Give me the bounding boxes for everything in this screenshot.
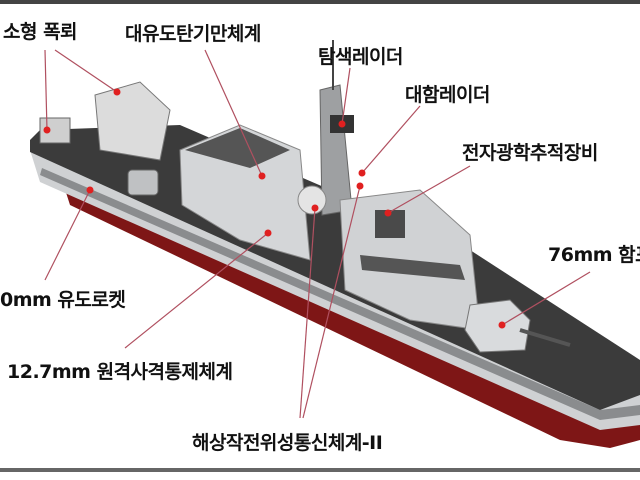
gun-turret xyxy=(464,299,531,353)
leader-lines xyxy=(44,49,591,419)
label-naval-gun: 76mm 함포 xyxy=(548,244,640,266)
superstructure-top xyxy=(185,128,290,168)
label-anti-missile-decoy: 대유도탄기만체계 xyxy=(125,23,261,45)
top-border xyxy=(0,0,640,4)
label-rws: 12.7mm 원격사격통제체계 xyxy=(7,361,233,383)
markers xyxy=(43,88,506,329)
hull-stripe xyxy=(40,168,640,420)
bridge-windows xyxy=(360,255,465,280)
label-guided-rocket: 0mm 유도로켓 xyxy=(0,289,126,311)
label-search-radar: 탐색레이더 xyxy=(318,46,403,68)
bottom-border xyxy=(0,468,640,472)
label-satcom: 해상작전위성통신체계-II xyxy=(192,432,383,454)
label-eo-tracking: 전자광학추적장비 xyxy=(462,142,598,164)
aft-launcher xyxy=(94,81,171,161)
aft-drum xyxy=(127,169,159,196)
radome xyxy=(297,185,327,215)
superstructure-main xyxy=(179,124,311,261)
label-depth-charge: 소형 폭뢰 xyxy=(3,21,78,43)
label-anti-ship-radar: 대함레이더 xyxy=(405,84,490,106)
